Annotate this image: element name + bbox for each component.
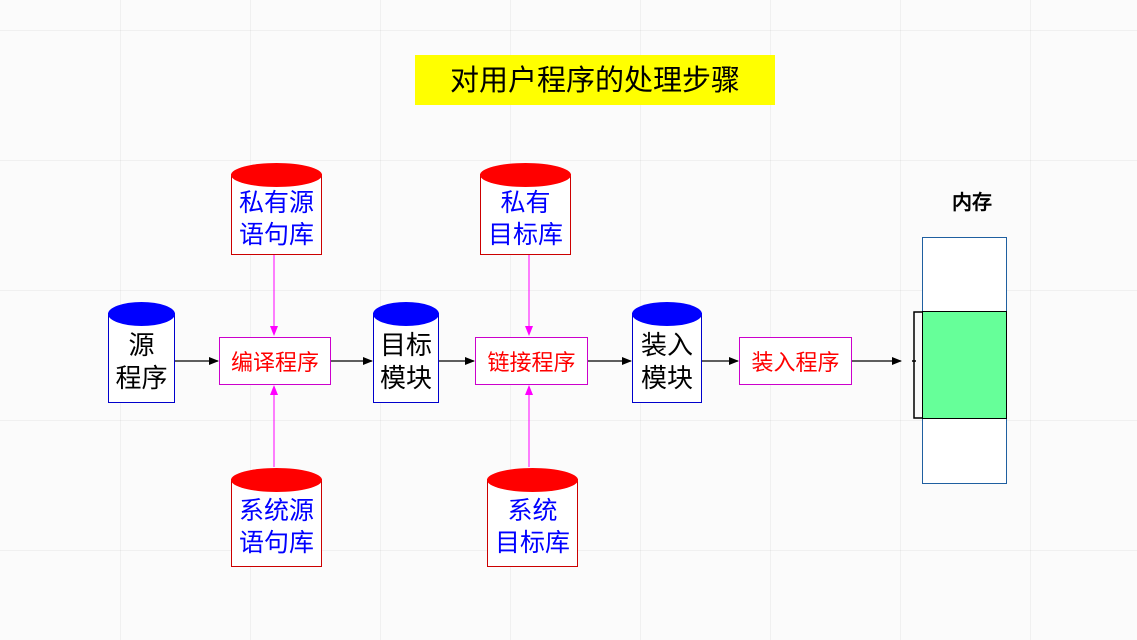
module-top [108, 302, 175, 326]
page-title: 对用户程序的处理步骤 [415, 55, 775, 105]
library-top [480, 163, 571, 187]
source-program: 源 程序 [108, 302, 175, 403]
compiler-box: 编译程序 [219, 337, 331, 385]
system-source-library: 系统源 语句库 [231, 468, 322, 567]
private-source-library-line1: 私有源 [238, 187, 314, 217]
loader-box: 装入程序 [739, 337, 852, 385]
module-top [632, 302, 702, 326]
memory-label: 内存 [952, 190, 992, 214]
source-program-line2: 程序 [115, 364, 168, 394]
memory-bracket [912, 311, 924, 419]
private-object-library-line1: 私有 [500, 187, 551, 217]
private-source-library: 私有源 语句库 [231, 163, 322, 255]
private-object-library: 私有 目标库 [480, 163, 571, 255]
library-top [487, 468, 578, 492]
private-source-library-line2: 语句库 [238, 219, 314, 249]
system-object-library-line1: 系统 [507, 496, 558, 525]
load-module: 装入 模块 [632, 302, 702, 403]
library-top [231, 163, 322, 187]
library-top [231, 468, 322, 492]
system-object-library-line2: 目标库 [494, 528, 570, 557]
object-module-line2: 模块 [379, 364, 432, 394]
private-object-library-line2: 目标库 [487, 219, 563, 249]
object-module: 目标 模块 [373, 302, 439, 403]
load-module-line1: 装入 [640, 330, 693, 361]
loaded-program-segment [922, 311, 1007, 419]
load-module-line2: 模块 [640, 364, 693, 394]
linker-box: 链接程序 [475, 337, 588, 385]
system-source-library-line2: 语句库 [238, 528, 314, 557]
source-program-line1: 源 [128, 330, 155, 361]
system-source-library-line1: 系统源 [238, 496, 314, 525]
module-top [373, 302, 439, 326]
system-object-library: 系统 目标库 [487, 468, 578, 567]
object-module-line1: 目标 [379, 330, 432, 361]
